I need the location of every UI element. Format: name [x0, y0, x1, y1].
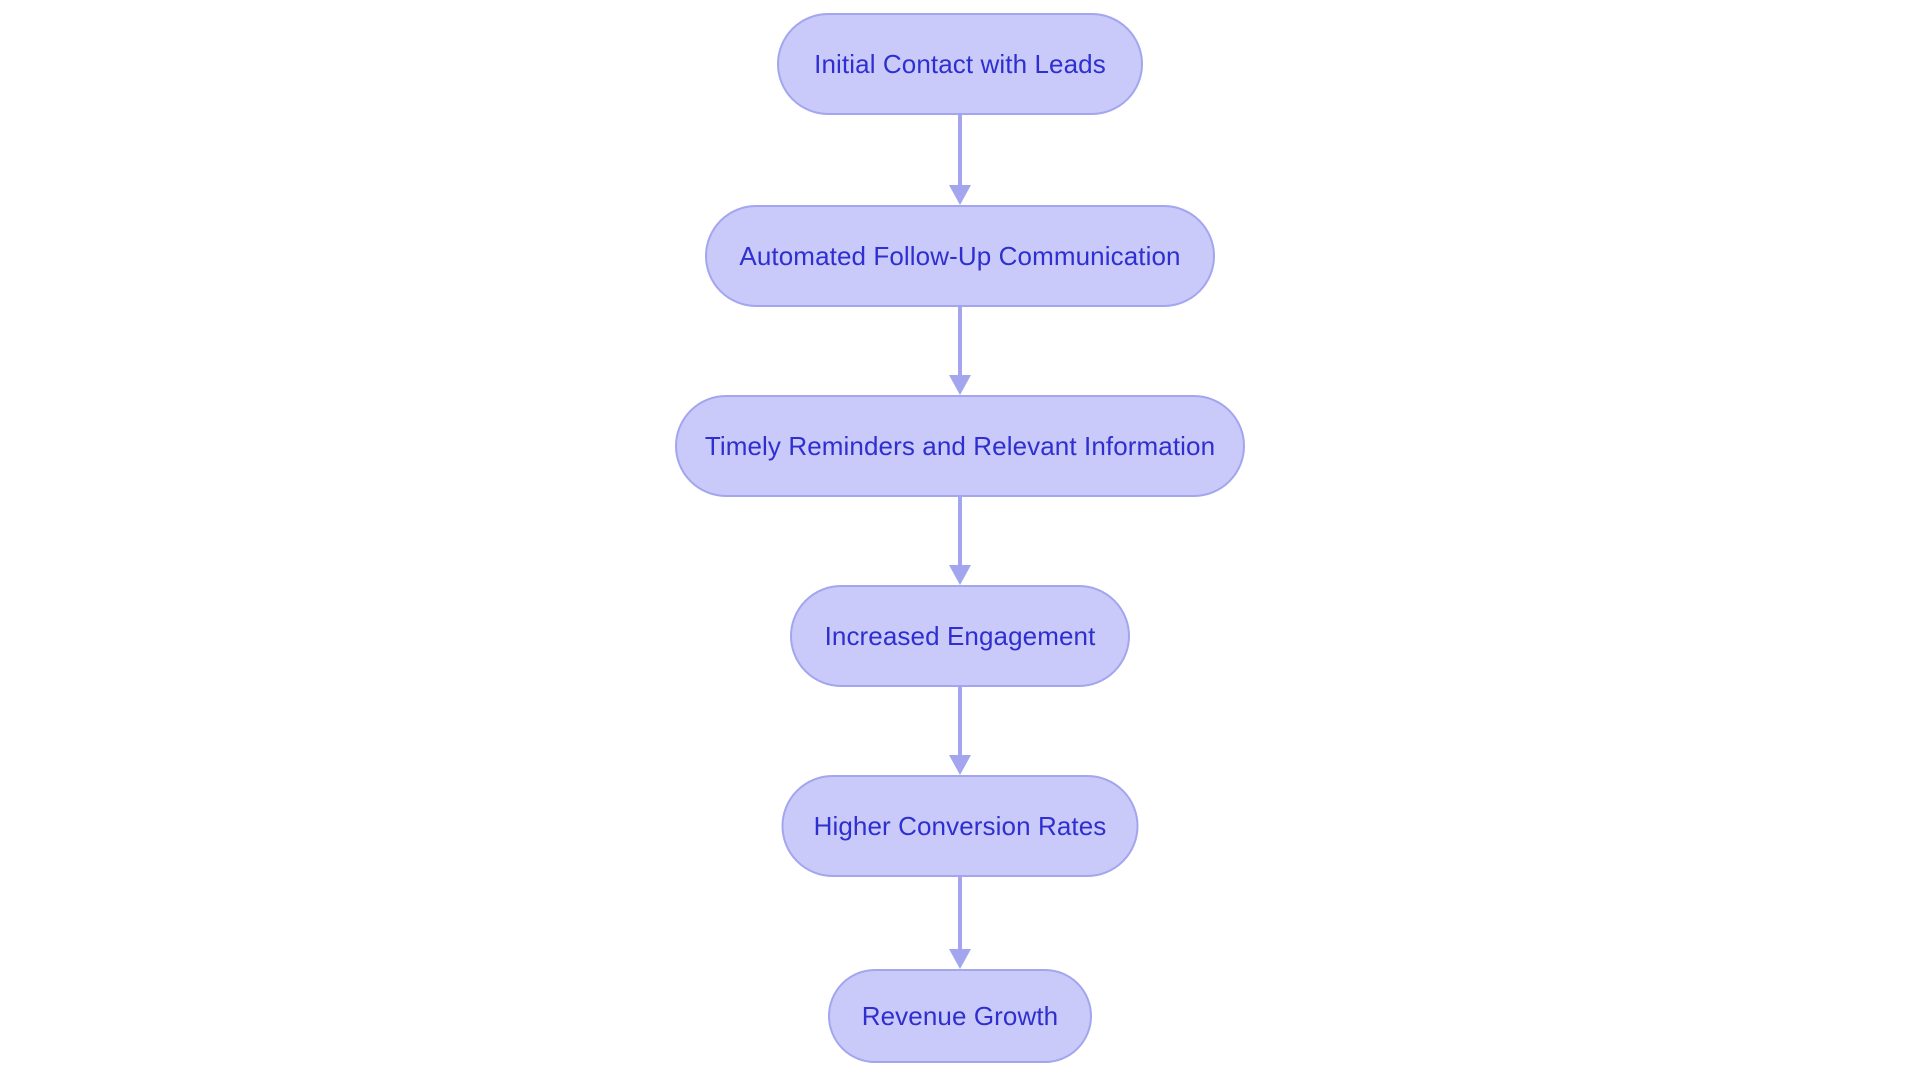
flow-node-2[interactable]: Automated Follow-Up Communication	[705, 205, 1215, 307]
flow-node-5[interactable]: Higher Conversion Rates	[781, 775, 1139, 877]
flow-node-label: Initial Contact with Leads	[814, 49, 1106, 79]
flow-connector-arrow	[947, 877, 973, 969]
flow-connector-arrow	[947, 115, 973, 205]
flow-node-label: Automated Follow-Up Communication	[739, 241, 1181, 271]
arrow-down-icon	[949, 115, 971, 205]
arrow-down-icon	[949, 877, 971, 969]
flow-connector-arrow	[947, 687, 973, 775]
flow-node-3[interactable]: Timely Reminders and Relevant Informatio…	[675, 395, 1245, 497]
flow-node-1[interactable]: Initial Contact with Leads	[777, 13, 1143, 115]
flow-node-4[interactable]: Increased Engagement	[790, 585, 1130, 687]
flow-node-label: Higher Conversion Rates	[813, 811, 1107, 841]
flow-connector-arrow	[947, 307, 973, 395]
flow-node-label: Revenue Growth	[861, 1001, 1059, 1031]
flow-connector-arrow	[947, 497, 973, 585]
arrow-down-icon	[949, 687, 971, 775]
arrow-down-icon	[949, 307, 971, 395]
flow-node-label: Increased Engagement	[824, 621, 1096, 651]
flow-node-6[interactable]: Revenue Growth	[828, 969, 1092, 1063]
flow-node-label: Timely Reminders and Relevant Informatio…	[704, 431, 1216, 461]
arrow-down-icon	[949, 497, 971, 585]
